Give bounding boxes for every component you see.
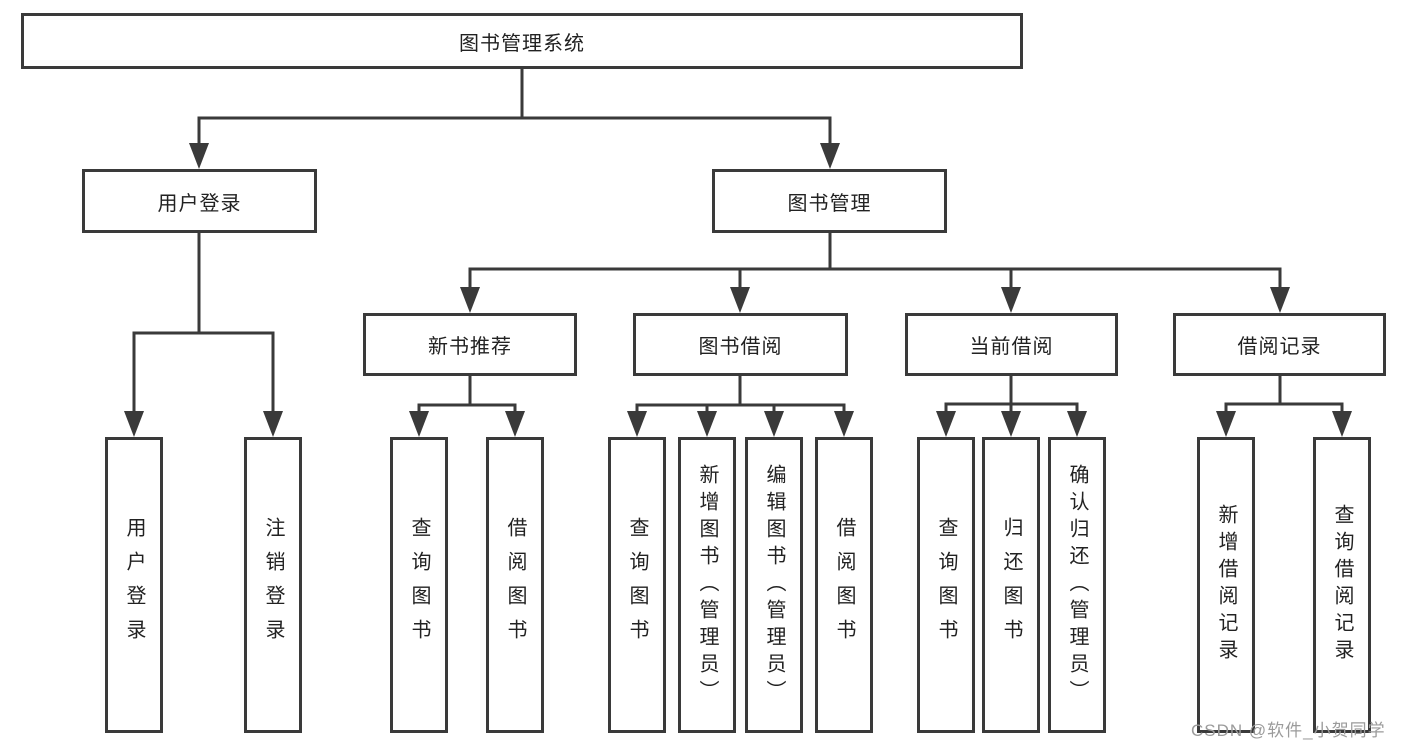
node-label: 借阅图书: [833, 517, 855, 653]
branch-book-borrow-children: [635, 372, 846, 420]
arrow-icon: [627, 411, 647, 437]
node-label: 注销登录: [262, 517, 284, 653]
arrow-icon: [460, 287, 480, 313]
node-new-book-recommend: 新书推荐: [363, 313, 577, 376]
csdn-watermark: CSDN @软件_小贺同学: [1191, 721, 1386, 740]
node-current-borrow: 当前借阅: [905, 313, 1118, 376]
arrow-icon: [1270, 287, 1290, 313]
leaf-logout: 注销登录: [244, 437, 302, 733]
branch-book-management-children: [468, 229, 1282, 296]
node-label: 用户登录: [157, 192, 242, 215]
arrow-icon: [189, 143, 209, 169]
node-label: 查询图书: [626, 517, 648, 653]
arrow-icon: [409, 411, 429, 437]
node-label: 新书推荐: [428, 336, 512, 358]
leaf-borrow-books-recommend: 借阅图书: [486, 437, 544, 733]
node-book-borrow: 图书借阅: [633, 313, 848, 376]
node-label: 图书管理系统: [459, 32, 585, 55]
node-label: 图书管理: [787, 192, 872, 215]
arrow-icon: [834, 411, 854, 437]
leaf-add-borrow-record: 新增借阅记录: [1197, 437, 1255, 733]
leaf-add-book-admin: 新增图书（管理员）: [678, 437, 736, 733]
arrow-icon: [820, 143, 840, 169]
leaf-query-books-borrow: 查询图书: [608, 437, 666, 733]
node-label: 查询图书: [408, 517, 430, 653]
arrow-icon: [1001, 287, 1021, 313]
arrow-icon: [1216, 411, 1236, 437]
arrow-icon: [730, 287, 750, 313]
node-user-login: 用户登录: [82, 169, 317, 233]
arrow-icon: [1001, 411, 1021, 437]
arrow-icon: [697, 411, 717, 437]
node-label: 图书借阅: [698, 336, 783, 358]
node-label: 借阅图书: [504, 517, 526, 653]
leaf-query-books-recommend: 查询图书: [390, 437, 448, 733]
node-label: 查询图书: [935, 517, 957, 653]
leaf-edit-book-admin: 编辑图书（管理员）: [745, 437, 803, 733]
node-borrow-records: 借阅记录: [1173, 313, 1386, 376]
arrow-icon: [1332, 411, 1352, 437]
branch-borrow-record-children: [1224, 372, 1344, 420]
node-label: 借阅记录: [1237, 336, 1322, 358]
leaf-query-books-current: 查询图书: [917, 437, 975, 733]
arrow-icon: [263, 411, 283, 437]
node-library-management-system: 图书管理系统: [21, 13, 1023, 69]
arrow-icon: [936, 411, 956, 437]
leaf-user-login: 用户登录: [105, 437, 163, 733]
arrow-icon: [124, 411, 144, 437]
node-label: 当前借阅: [969, 336, 1054, 358]
branch-root-to-level2: [197, 66, 832, 152]
branch-current-borrow-children: [944, 372, 1079, 420]
branch-new-book-children: [417, 372, 517, 420]
branch-user-login-children: [132, 229, 275, 420]
node-label: 查询借阅记录: [1331, 504, 1353, 666]
node-label: 归还图书: [1000, 517, 1022, 653]
node-label: 新增图书（管理员）: [696, 463, 718, 707]
node-label: 用户登录: [123, 517, 145, 653]
arrow-icon: [1067, 411, 1087, 437]
leaf-query-borrow-record: 查询借阅记录: [1313, 437, 1371, 733]
arrow-icon: [764, 411, 784, 437]
node-book-management: 图书管理: [712, 169, 947, 233]
node-label: 编辑图书（管理员）: [763, 463, 785, 707]
leaf-borrow-books: 借阅图书: [815, 437, 873, 733]
leaf-confirm-return-admin: 确认归还（管理员）: [1048, 437, 1106, 733]
leaf-return-book: 归还图书: [982, 437, 1040, 733]
arrow-icon: [505, 411, 525, 437]
node-label: 新增借阅记录: [1215, 504, 1237, 666]
node-label: 确认归还（管理员）: [1066, 463, 1088, 707]
